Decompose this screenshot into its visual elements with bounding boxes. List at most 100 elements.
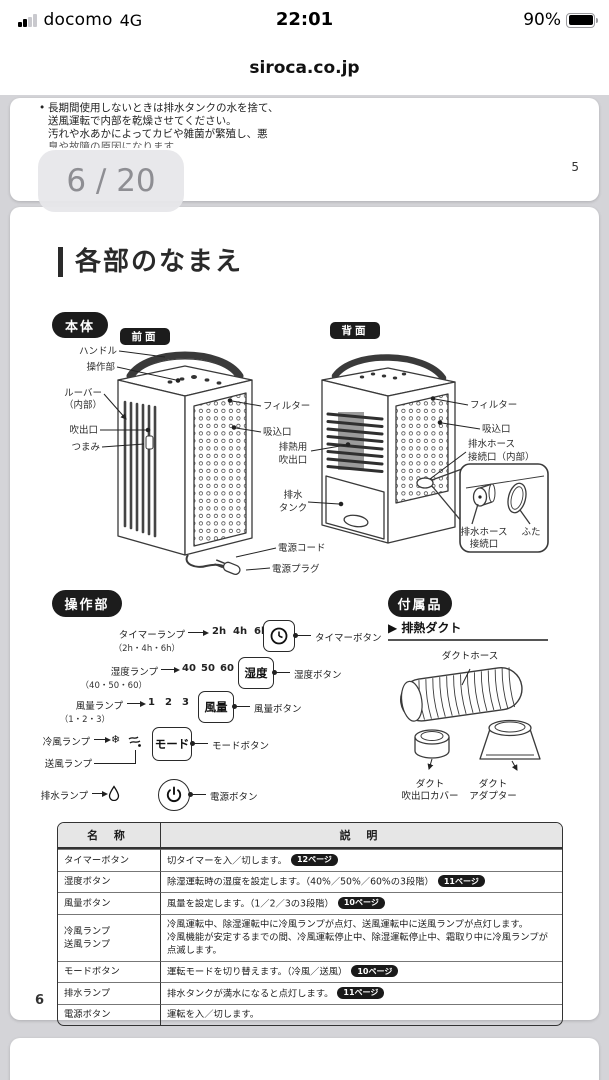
timer-value-6h: 6h	[254, 626, 269, 637]
fan-button-label: 風量ボタン	[254, 704, 302, 715]
row-desc: 運転モードを切り替えます。（冷風／送風）10ページ	[160, 960, 562, 982]
blow-lamp-leader	[94, 750, 136, 764]
page-ref-badge[interactable]: 10ページ	[337, 896, 385, 909]
page-ref-badge[interactable]: 11ページ	[337, 986, 385, 999]
clock-icon	[270, 627, 288, 645]
humidity-lamp-label: 湿度ランプ	[110, 667, 158, 678]
section-badge-controls: 操作部	[52, 590, 122, 617]
duct-adapter-label-2: アダプター	[469, 791, 517, 802]
label-power-plug: 電源プラグ	[272, 563, 320, 575]
table-row: 湿度ボタン 除湿運転時の湿度を設定します。（40%／50%／60%の3段階）11…	[58, 870, 562, 892]
label-louver-sub: （内部）	[64, 399, 102, 411]
page-ref-badge[interactable]: 11ページ	[437, 875, 485, 887]
label-louver: ルーバー	[64, 388, 102, 399]
duct-adapter-drawing	[479, 719, 541, 760]
label-inlet-back: 吸込口	[482, 424, 511, 435]
table-row: 排水ランプ 排水タンクが満水になると点灯します。11ページ	[58, 982, 562, 1004]
table-header-name: 名 称	[58, 823, 160, 849]
page5-line: 汚れや水あかによってカビや雑菌が繁殖し、悪	[48, 128, 268, 140]
network-type-label: 4G	[119, 10, 143, 30]
fan-button[interactable]: 風量	[198, 691, 234, 723]
desc-text-2: 冷風機能が安定するまでの間、冷風運転停止中、除湿運転停止中、霜取り中に冷風ランプ…	[167, 932, 548, 956]
row-name: 冷風ランプ 送風ランプ	[58, 913, 160, 961]
desc-text: 冷風運転中、除湿運転中に冷風ランプが点灯、送風運転中に送風ランプが点灯します。	[167, 919, 529, 930]
timer-button-leader	[293, 633, 311, 638]
fan-lamp-values: （1・2・3）	[59, 715, 110, 725]
snowflake-icon: ❄	[111, 733, 121, 746]
hose-port-inset	[431, 463, 549, 553]
status-bar: docomo 4G 22:01 90%	[0, 0, 609, 44]
front-unit-drawing	[117, 351, 253, 575]
label-filter-back: フィルター	[470, 400, 517, 411]
page6-number: 6	[35, 993, 45, 1008]
exhaust-duct-heading: ▶ 排熱ダクト	[388, 619, 461, 636]
cool-leader-arrow	[94, 736, 111, 743]
drain-leader-arrow	[92, 790, 108, 797]
power-button[interactable]	[158, 779, 190, 811]
table-row: 電源ボタン 運転を入／切します。	[58, 1003, 562, 1025]
fan-value-3: 3	[182, 697, 189, 708]
table-row: タイマーボタン 切タイマーを入／切します。12ページ	[58, 849, 562, 871]
power-button-label: 電源ボタン	[210, 792, 258, 803]
page5-line: 長期間使用しないときは排水タンクの水を捨て、	[48, 102, 279, 114]
desc-text: 除湿運転時の湿度を設定します。（40%／50%／60%の3段階）	[167, 876, 434, 888]
page5-line: 送風運転で内部を乾燥させてください。	[48, 115, 237, 127]
page-ref-badge[interactable]: 10ページ	[351, 965, 399, 977]
fan-value-1: 1	[148, 697, 155, 708]
fan-button-leader	[232, 704, 250, 709]
back-unit-drawing	[321, 354, 456, 544]
page-ref-badge[interactable]: 12ページ	[290, 853, 338, 866]
fan-lamp-label: 風量ランプ	[75, 701, 123, 712]
label-inset-hose-2: 接続口	[470, 538, 499, 550]
humidity-button[interactable]: 湿度	[238, 657, 274, 689]
row-desc: 運転を入／切します。	[160, 1003, 562, 1025]
label-exhaust-outlet-1: 排熱用	[279, 441, 308, 453]
site-title[interactable]: siroca.co.jp	[249, 58, 360, 78]
row-name: 電源ボタン	[58, 1003, 160, 1025]
humidity-leader-arrow	[161, 666, 180, 673]
pdf-viewer[interactable]: 6 / 20 • 長期間使用しないときは排水タンクの水を捨て、 送風運転で内部を…	[0, 95, 609, 1080]
mode-button[interactable]: モード	[152, 727, 192, 761]
desc-text: 運転を入／切します。	[167, 1009, 260, 1020]
row-desc: 冷風運転中、除湿運転中に冷風ランプが点灯、送風運転中に送風ランプが点灯します。冷…	[160, 913, 562, 961]
battery-icon	[566, 12, 598, 28]
fan-value-2: 2	[165, 697, 172, 708]
table-row: モードボタン 運転モードを切り替えます。（冷風／送風）10ページ	[58, 960, 562, 983]
row-desc: 排水タンクが満水になると点灯します。11ページ	[160, 982, 562, 1004]
page5-line-clipped: 臭や故障の原因になります。	[48, 141, 184, 148]
timer-button-label: タイマーボタン	[315, 633, 382, 644]
pdf-page-7[interactable]	[10, 1038, 599, 1080]
label-filter-front: フィルター	[263, 401, 310, 412]
page5-number: 5	[571, 160, 579, 174]
timer-button[interactable]	[263, 620, 295, 652]
section-badge-accessories: 付属品	[388, 590, 452, 617]
row-name: 排水ランプ	[58, 982, 160, 1004]
label-hose-port-2: 接続口（内部）	[468, 451, 535, 463]
blow-lamp-label: 送風ランプ	[44, 759, 92, 770]
duct-hose-drawing	[400, 667, 523, 722]
row-name: モードボタン	[58, 960, 160, 983]
duct-adapter-label: ダクト アダプター	[458, 779, 528, 803]
desc-text: 運転モードを切り替えます。（冷風／送風）	[167, 966, 348, 978]
battery-percent: 90%	[523, 10, 561, 30]
browser-title-bar[interactable]: siroca.co.jp	[0, 44, 609, 95]
page-title: 各部のなまえ	[58, 247, 243, 277]
accessories-drawing	[400, 667, 541, 771]
table-row: 冷風ランプ 送風ランプ 冷風運転中、除湿運転中に冷風ランプが点灯、送風運転中に送…	[58, 913, 562, 961]
timer-leader-arrow	[188, 629, 209, 636]
humidity-button-leader	[272, 670, 290, 675]
duct-cover-drawing	[414, 729, 450, 759]
label-inset-hose-1: 排水ホース	[460, 526, 507, 538]
duct-hose-label: ダクトホース	[441, 651, 499, 662]
row-desc: 風量を設定します。（1／2／3の3段階）10ページ	[160, 892, 562, 914]
timer-lamp-label: タイマーランプ	[118, 630, 185, 641]
fan-breeze-icon	[128, 736, 141, 747]
exhaust-duct-title: 排熱ダクト	[401, 621, 462, 635]
list-marker: ▶	[388, 621, 398, 635]
duct-cover-label: ダクト 吹出口カバー	[395, 779, 465, 803]
label-handle: ハンドル	[79, 346, 118, 357]
table-header-desc: 説 明	[160, 823, 562, 849]
signal-icon	[18, 13, 37, 27]
table-row: 風量ボタン 風量を設定します。（1／2／3の3段階）10ページ	[58, 892, 562, 914]
pdf-page-6[interactable]: 各部のなまえ 本体 前面 背面	[10, 207, 599, 1026]
